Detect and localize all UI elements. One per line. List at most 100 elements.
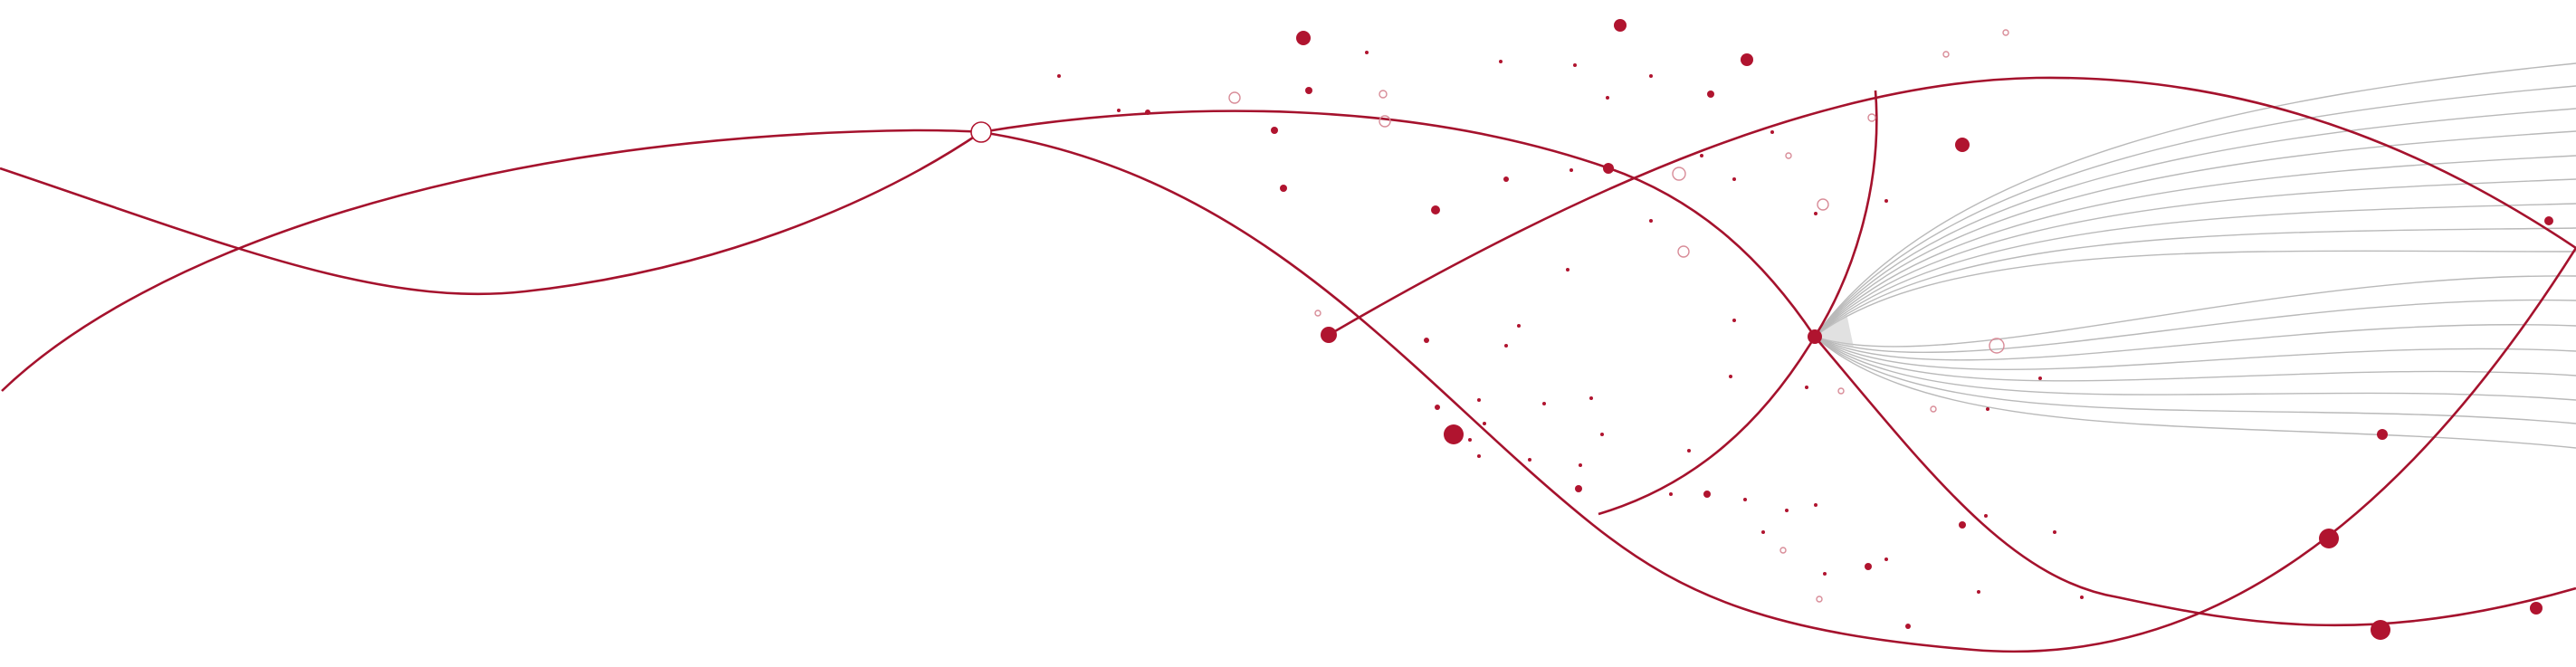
fan-line xyxy=(1814,108,2576,338)
scatter-dot xyxy=(1296,31,1311,45)
scatter-dot xyxy=(1761,530,1765,534)
node-arch-start xyxy=(1321,327,1337,343)
scatter-dot xyxy=(1649,219,1653,223)
scatter-dot xyxy=(1884,199,1888,203)
scatter-dot xyxy=(1865,563,1872,570)
fan-line xyxy=(1814,227,2576,338)
fan-line xyxy=(1814,336,2576,424)
fan-line xyxy=(1814,155,2576,338)
scatter-dot xyxy=(1569,168,1573,172)
fan-line xyxy=(1814,85,2576,338)
scatter-dot xyxy=(1542,402,1546,405)
scatter-dot xyxy=(2377,429,2388,440)
scatter-dot xyxy=(1814,503,1818,507)
fan-line xyxy=(1814,62,2576,338)
fan-line xyxy=(1814,178,2576,338)
scatter-dot xyxy=(1905,624,1911,629)
scatter-dot xyxy=(1959,521,1966,529)
scatter-dot xyxy=(1743,498,1747,501)
scatter-dot xyxy=(1977,590,1980,594)
node-right-edge xyxy=(2530,602,2543,615)
fan-line xyxy=(1814,336,2576,449)
scatter-dot xyxy=(1566,268,1569,272)
scatter-dot xyxy=(1729,375,1732,378)
scatter-dot xyxy=(1145,110,1150,115)
scatter-ring xyxy=(1930,405,1937,413)
curve-top-arc xyxy=(980,110,1817,338)
scatter-dot xyxy=(1614,19,1627,32)
scatter-dot xyxy=(1770,130,1774,134)
scatter-dot xyxy=(1600,433,1604,436)
scatter-dot xyxy=(1305,87,1312,94)
scatter-dot xyxy=(1503,176,1509,182)
scatter-ring xyxy=(1867,113,1876,122)
scatter-dot xyxy=(1687,449,1691,453)
node-bottom-large xyxy=(2319,529,2339,548)
scatter-ring xyxy=(1379,90,1388,99)
scatter-dot xyxy=(1435,405,1440,410)
scatter-dot xyxy=(1477,398,1481,402)
scatter-ring xyxy=(1837,387,1845,395)
scatter-dot xyxy=(1477,454,1481,458)
curve-big-arch xyxy=(1328,76,2576,337)
red-curves-group xyxy=(0,76,2576,653)
fan-line xyxy=(1814,130,2576,338)
scatter-dot xyxy=(1814,212,1818,215)
scatter-ring xyxy=(1672,167,1686,181)
scatter-ring xyxy=(1379,115,1391,128)
curve-hub-upper xyxy=(1813,90,1878,338)
scatter-ring xyxy=(1677,245,1690,258)
scatter-dot xyxy=(1741,53,1753,66)
scatter-dot xyxy=(1884,557,1888,561)
scatter-ring xyxy=(1817,198,1829,211)
node-hub xyxy=(1808,329,1822,344)
fan-line xyxy=(1814,275,2576,348)
scatter-dot xyxy=(2053,530,2056,534)
fan-line xyxy=(1814,336,2576,401)
scatter-ring xyxy=(1779,547,1787,554)
scatter-dot xyxy=(1117,109,1121,112)
curve-long-descent xyxy=(980,130,2576,653)
scatter-dot xyxy=(1707,91,1714,98)
fan-line xyxy=(1814,336,2576,382)
scatter-dot xyxy=(1823,572,1827,576)
node-ring-large xyxy=(970,121,992,143)
scatter-dot xyxy=(1732,177,1736,181)
scatter-dot xyxy=(1589,396,1593,400)
scatter-dot xyxy=(1280,185,1287,192)
scatter-dot xyxy=(1499,60,1503,63)
scatter-dot xyxy=(1431,205,1440,214)
scatter-dot xyxy=(1785,509,1789,512)
scatter-dot xyxy=(1483,422,1486,425)
scatter-ring xyxy=(1816,596,1823,603)
scatter-dot xyxy=(1805,386,1808,389)
scatter-dots-group xyxy=(1057,19,2553,629)
curve-left-rise xyxy=(1,129,982,392)
scatter-dot xyxy=(1575,485,1582,492)
scatter-dot xyxy=(1271,127,1278,134)
fan-line xyxy=(1814,203,2576,338)
scatter-ring xyxy=(1942,51,1950,58)
scatter-dot xyxy=(1444,424,1464,444)
scatter-dot xyxy=(1365,51,1369,54)
scatter-dot xyxy=(1955,138,1970,152)
scatter-dot xyxy=(1703,491,1711,498)
hub-wedge xyxy=(1815,313,1854,348)
scatter-dot xyxy=(1468,438,1472,442)
scatter-dot xyxy=(1606,96,1609,100)
scatter-dot xyxy=(1573,63,1577,67)
scatter-dot xyxy=(1732,319,1736,322)
fan-line xyxy=(1814,250,2576,338)
fan-line xyxy=(1814,336,2576,370)
scatter-dot xyxy=(1057,74,1061,78)
scatter-dot xyxy=(1424,338,1429,343)
fan-line xyxy=(1814,324,2576,361)
scatter-dot xyxy=(1504,344,1508,348)
fan-line xyxy=(1814,299,2576,353)
scatter-ring xyxy=(1785,152,1792,159)
curve-hub-descent xyxy=(1814,336,2576,627)
scatter-dot xyxy=(2080,596,2084,599)
scatter-dot xyxy=(1579,463,1582,467)
fan-lines-group xyxy=(1814,62,2576,449)
